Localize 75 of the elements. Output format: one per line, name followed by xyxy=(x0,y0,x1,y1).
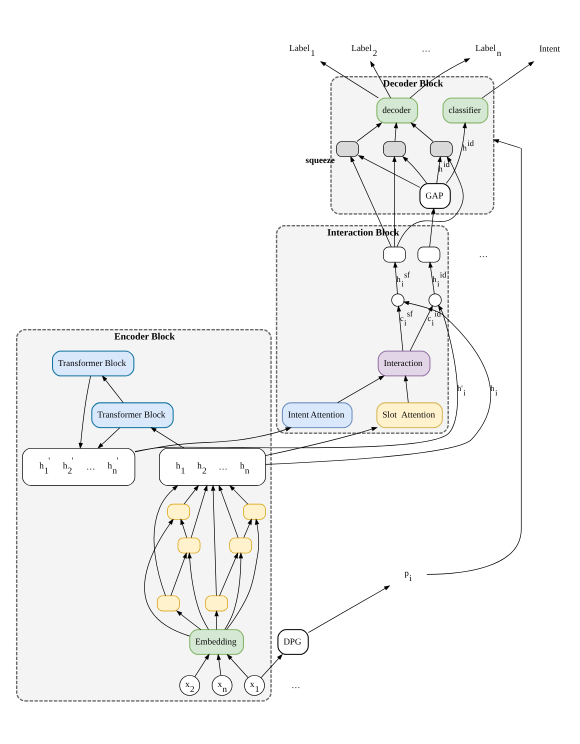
arrow xyxy=(170,552,187,596)
arrow xyxy=(265,426,378,456)
arrow xyxy=(428,260,435,294)
node-box: decoder xyxy=(376,97,418,123)
node-box: Intent Attention xyxy=(282,402,353,428)
label: … xyxy=(422,43,431,54)
arrow xyxy=(229,484,248,504)
node-box: classifier xyxy=(442,97,488,123)
node-box: Slot Attention xyxy=(376,402,443,428)
arrow xyxy=(393,260,398,294)
node-box xyxy=(205,594,228,611)
node-text: Intent xyxy=(539,43,560,54)
arrow xyxy=(265,300,492,464)
node-box: DPG xyxy=(277,628,309,654)
arrow xyxy=(187,552,209,630)
label: … xyxy=(478,248,488,258)
node-box xyxy=(336,140,359,157)
arrow xyxy=(144,518,190,636)
node-box xyxy=(229,537,252,553)
arrow xyxy=(308,584,390,632)
arrow xyxy=(97,426,120,448)
node-box xyxy=(178,537,200,553)
node-box: GAP xyxy=(419,182,451,208)
arrow xyxy=(150,426,184,448)
node-box xyxy=(156,594,180,611)
arrow xyxy=(210,484,217,596)
arrow xyxy=(350,155,392,247)
arrow xyxy=(180,518,188,538)
arrow xyxy=(154,484,178,596)
arrow xyxy=(216,653,222,676)
arrow xyxy=(134,426,292,452)
node-box: Transformer Block xyxy=(52,350,134,376)
arrow xyxy=(184,484,200,504)
arrow xyxy=(404,374,409,402)
arrow xyxy=(219,552,238,596)
arrow xyxy=(260,653,283,678)
arrow xyxy=(243,518,252,538)
node-box: Interaction xyxy=(378,350,430,376)
arrow xyxy=(446,121,467,184)
arrow xyxy=(356,122,382,142)
arrow xyxy=(394,122,398,142)
arrow xyxy=(396,304,404,351)
arrow xyxy=(337,374,385,403)
arrow xyxy=(190,484,208,538)
arrow xyxy=(78,375,91,449)
arrow xyxy=(218,484,238,538)
arrow xyxy=(410,122,434,142)
arrow xyxy=(358,154,420,188)
arrow xyxy=(102,374,124,402)
arrow xyxy=(392,155,397,247)
arrow xyxy=(224,552,244,630)
arrow xyxy=(429,207,436,247)
arrow xyxy=(402,156,428,184)
arrow xyxy=(320,60,379,98)
label: … xyxy=(291,679,300,690)
node-box xyxy=(383,140,406,157)
arrow xyxy=(194,653,210,676)
arrow xyxy=(370,60,391,98)
node-box xyxy=(167,503,190,520)
node-box xyxy=(418,246,440,262)
arrow xyxy=(226,518,260,630)
node-circle xyxy=(391,293,404,306)
arrow xyxy=(176,610,202,630)
node-circle xyxy=(428,293,442,306)
node-box xyxy=(243,503,266,520)
node-box xyxy=(430,140,453,157)
arrow xyxy=(396,156,464,247)
arrow xyxy=(214,610,219,630)
node-box: Transformer Block xyxy=(91,402,174,428)
arrow xyxy=(482,60,534,98)
node-box xyxy=(383,246,406,262)
arrow xyxy=(226,653,248,678)
node-box: Embedding xyxy=(189,628,244,654)
node-label: squeeze xyxy=(306,154,335,165)
arrow xyxy=(410,58,470,98)
